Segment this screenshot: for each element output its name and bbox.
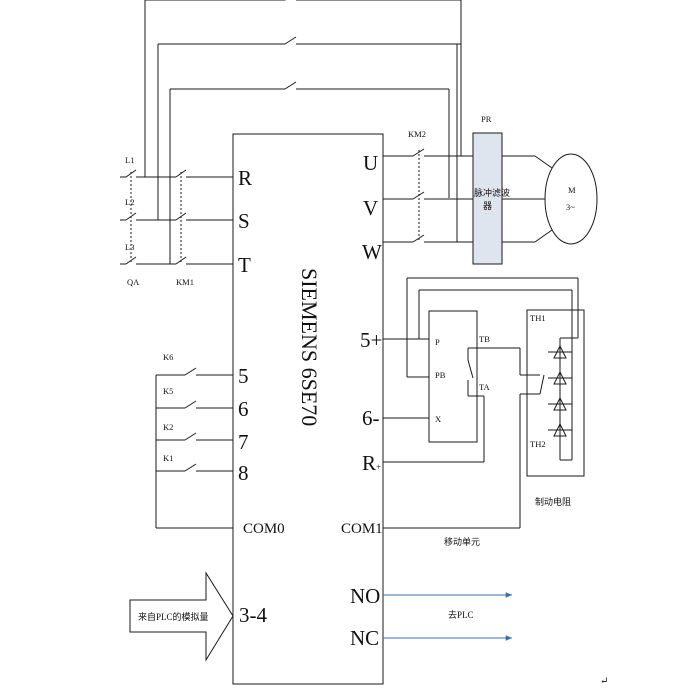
terminal-com0: COM0 — [243, 521, 285, 537]
braking-resistor — [526, 309, 585, 477]
brake-tb: TB — [479, 334, 490, 344]
label-pr: PR — [481, 114, 492, 124]
motor-label-3: 3~ — [566, 202, 575, 212]
terminal-u: U — [363, 151, 378, 175]
label-l3: L3 — [125, 242, 134, 252]
filter-label-2: 器 — [483, 201, 492, 211]
output-lines — [383, 148, 553, 243]
terminal-w: W — [362, 240, 382, 264]
label-km2: KM2 — [408, 129, 426, 139]
brand-text: SIEMENS 6SE70 — [297, 268, 322, 426]
motor-label-m: M — [568, 185, 576, 195]
label-k5: K5 — [163, 386, 173, 396]
label-qa: QA — [127, 277, 140, 287]
terminal-v: V — [363, 196, 378, 220]
label-k1: K1 — [163, 453, 173, 463]
filter-label-1: 脉冲滤波 — [474, 187, 510, 198]
terminal-no: NO — [350, 584, 380, 608]
plc-input-label: 来自PLC的模拟量 — [138, 611, 209, 622]
brake-wiring — [383, 277, 579, 529]
resistor-th2: TH2 — [530, 439, 546, 449]
brake-x: X — [435, 414, 441, 424]
pulse-filter — [472, 132, 503, 265]
plc-input-arrow — [129, 571, 234, 662]
brake-unit-label: 移动单元 — [444, 536, 480, 547]
resistor-elements — [548, 338, 572, 460]
brake-pb: PB — [435, 370, 446, 380]
label-l1: L1 — [125, 155, 134, 165]
terminal-s-in: S — [238, 209, 250, 233]
terminal-7: 7 — [238, 430, 249, 454]
resistor-th1: TH1 — [530, 313, 546, 323]
label-k2: K2 — [163, 422, 173, 432]
terminal-5plus: 5+ — [360, 328, 382, 352]
terminal-3-4: 3-4 — [239, 603, 267, 627]
terminal-nc: NC — [350, 626, 379, 650]
label-km1: KM1 — [176, 277, 194, 287]
label-l2: L2 — [125, 197, 134, 207]
brake-p: P — [435, 337, 440, 347]
terminal-8: 8 — [238, 461, 249, 485]
terminal-6minus: 6- — [362, 406, 380, 430]
return-mark: ↵ — [600, 676, 608, 687]
motor — [544, 153, 598, 245]
inverter-block — [232, 133, 384, 685]
terminal-rplus: R+ — [362, 451, 381, 475]
terminal-r-in: R — [238, 166, 252, 190]
power-input-lines — [120, 169, 233, 265]
bypass-lines — [144, 0, 462, 264]
terminal-com1: COM1 — [341, 521, 383, 537]
resistor-label: 制动电阻 — [535, 496, 571, 507]
label-k6: K6 — [163, 352, 173, 362]
terminal-5: 5 — [238, 364, 249, 388]
terminal-t-in: T — [238, 253, 251, 277]
terminal-6: 6 — [238, 397, 249, 421]
control-switches — [155, 367, 233, 529]
brake-ta: TA — [479, 382, 491, 392]
plc-output-label: 去PLC — [448, 609, 474, 620]
